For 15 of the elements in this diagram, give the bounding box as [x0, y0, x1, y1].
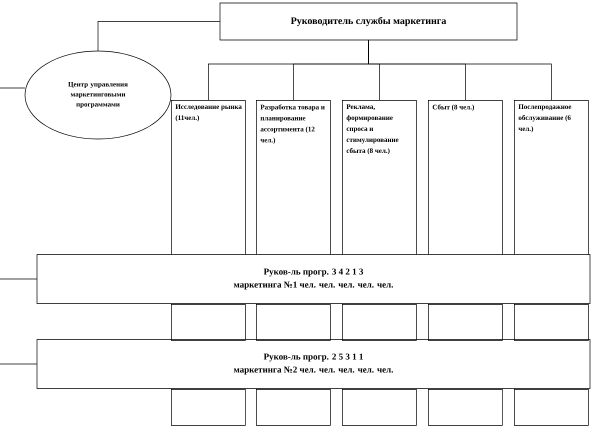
column-segment [514, 304, 589, 341]
column-segment [428, 389, 503, 426]
column-segment [342, 304, 417, 341]
column-segment [171, 304, 246, 341]
program-manager-band: Руков-ль прогр. 2 5 3 1 1 маркетинга №2 чел. чел. чел. чел. чел. [36, 339, 590, 389]
connector-line [0, 278, 37, 280]
manager-box: Руководитель службы маркетинга [220, 2, 518, 40]
connector-line [98, 21, 220, 51]
column-segment [256, 389, 331, 426]
connector-line [368, 40, 552, 100]
column-segment [171, 389, 246, 426]
column-segment [256, 304, 331, 341]
column-segment [514, 389, 589, 426]
column-segment [342, 389, 417, 426]
column-segment [428, 304, 503, 341]
